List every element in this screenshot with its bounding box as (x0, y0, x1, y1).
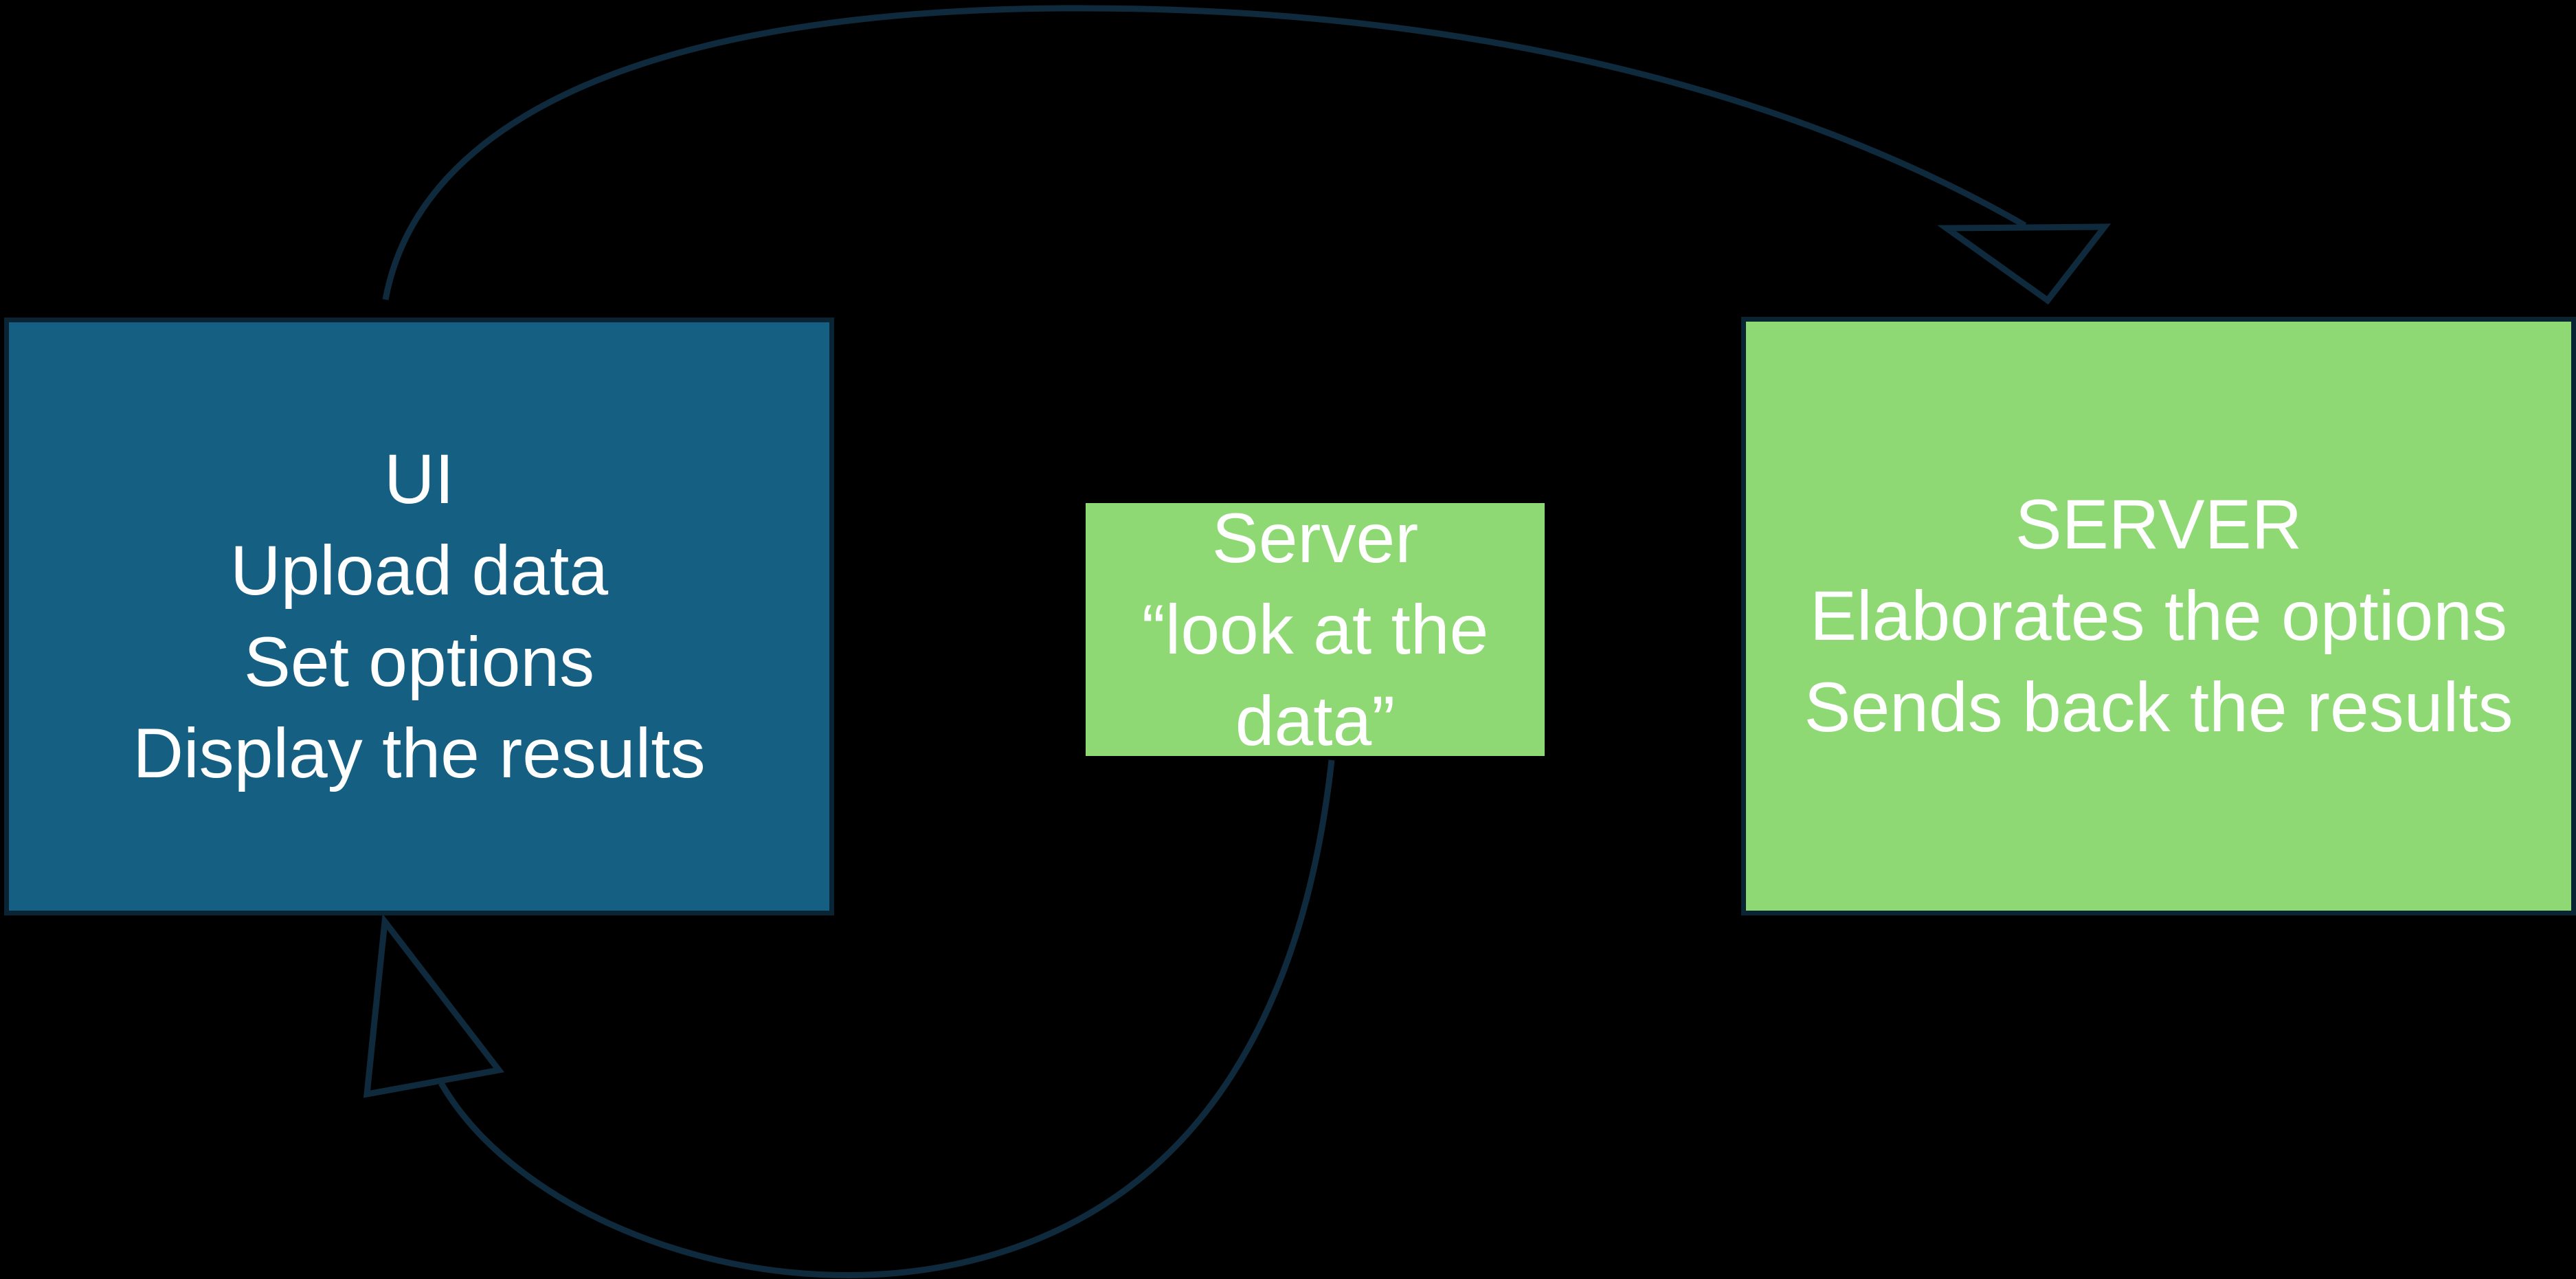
arrow-server-to-ui-arrowhead-icon (363, 913, 505, 1098)
ui-box-line: Set options (243, 623, 595, 701)
arrow-ui-to-server (382, 5, 2112, 305)
server-note-box: Server “look at the data” (1086, 499, 1545, 760)
arrow-ui-to-server-arrowhead-icon (1937, 223, 2112, 305)
server-box-line: Sends back the results (1804, 668, 2513, 746)
server-box: SERVER Elaborates the options Sends back… (1741, 317, 2576, 915)
server-note-box-line: “look at the (1141, 590, 1489, 669)
server-box-line: Elaborates the options (1809, 577, 2508, 655)
ui-box: UI Upload data Set options Display the r… (4, 318, 834, 915)
arrow-ui-to-server-curve (382, 5, 2027, 300)
server-box-line: SERVER (2015, 485, 2303, 564)
server-note-box-line: data” (1235, 681, 1396, 760)
ui-box-line: UI (384, 440, 454, 518)
ui-box-line: Upload data (229, 531, 609, 610)
server-note-box-line: Server (1211, 498, 1419, 577)
ui-box-line: Display the results (133, 714, 706, 792)
